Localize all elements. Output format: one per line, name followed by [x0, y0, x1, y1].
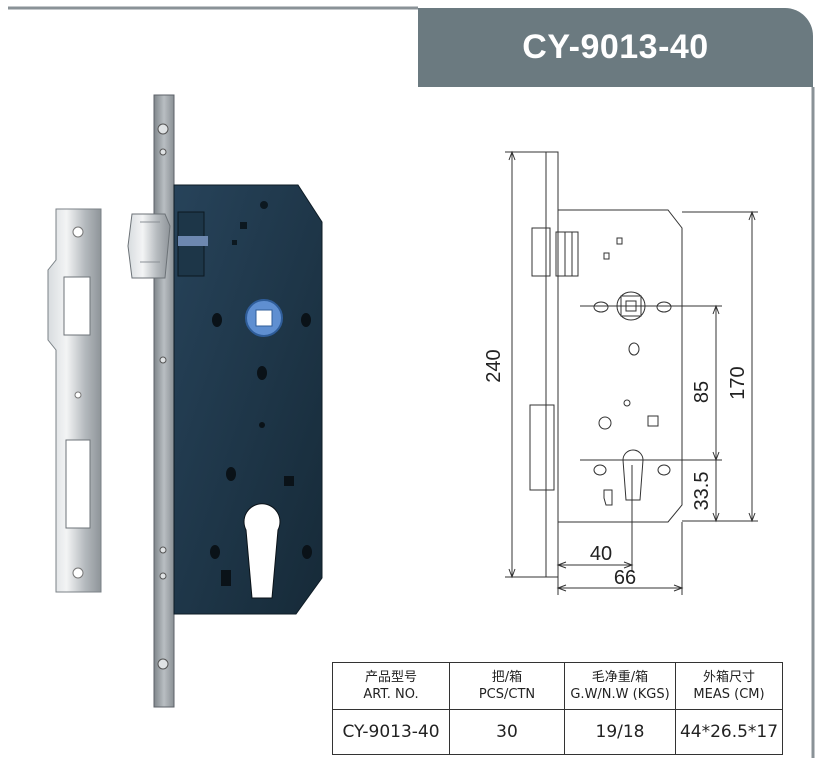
dim-170: 170: [727, 366, 749, 399]
header-meas: 外箱尺寸 MEAS (CM): [675, 662, 783, 710]
cell-art-no: CY-9013-40: [332, 709, 450, 755]
drawing-case: [558, 209, 683, 523]
cell-weight: 19/18: [564, 709, 676, 755]
title-banner: [418, 8, 813, 87]
dim-240: 240: [483, 349, 505, 382]
dim-33-5: 33.5: [691, 472, 713, 511]
latch-bolt: [127, 213, 171, 279]
dim-40: 40: [590, 543, 612, 565]
dim-85: 85: [691, 381, 713, 403]
dim-66: 66: [614, 567, 636, 589]
table-row: CY-9013-40 30 19/18 44*26.5*17: [332, 709, 783, 755]
drawing-faceplate: [545, 151, 559, 578]
lock-body: [173, 184, 323, 615]
cell-pcs-ctn: 30: [449, 709, 565, 755]
header-weight: 毛净重/箱 G.W/N.W (KGS): [564, 662, 676, 710]
spec-table: 产品型号 ART. NO. 把/箱 PCS/CTN 毛净重/箱 G.W/N.W …: [332, 662, 783, 755]
spec-table-header: 产品型号 ART. NO. 把/箱 PCS/CTN 毛净重/箱 G.W/N.W …: [332, 662, 783, 710]
header-art-no: 产品型号 ART. NO.: [332, 662, 450, 710]
cell-meas: 44*26.5*17: [675, 709, 783, 755]
product-title: CY-9013-40: [522, 28, 709, 66]
strike-plate: [47, 208, 102, 593]
header-pcs-ctn: 把/箱 PCS/CTN: [449, 662, 565, 710]
